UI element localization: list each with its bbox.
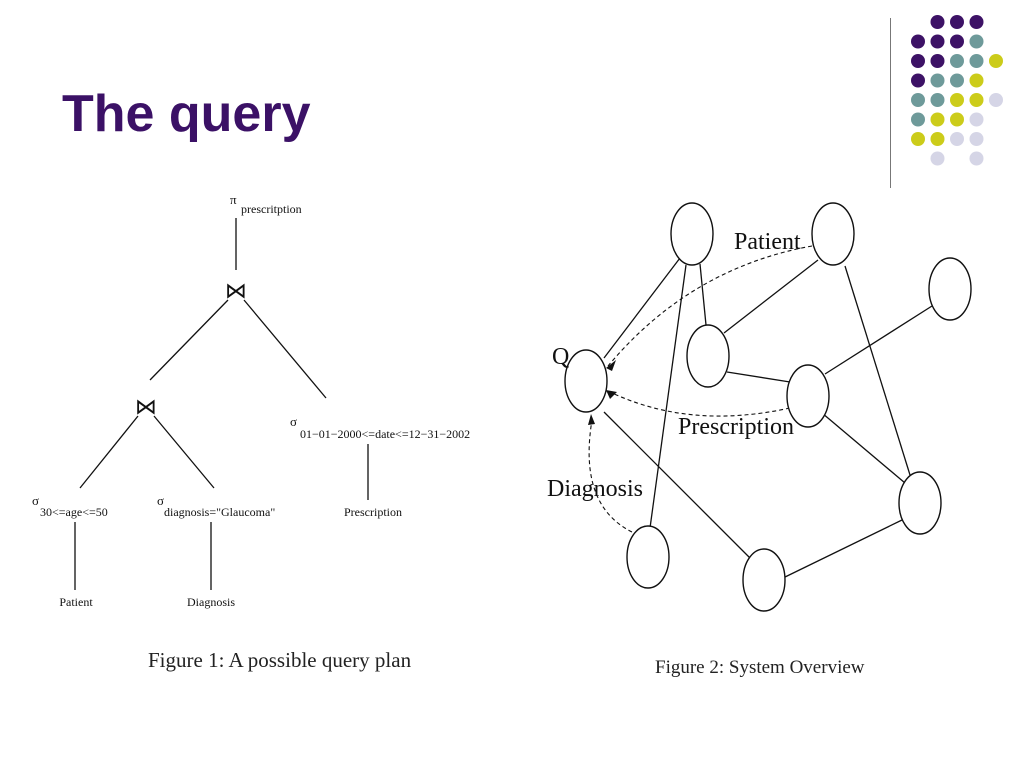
decorative-dot xyxy=(911,54,925,68)
decorative-dot xyxy=(950,93,964,107)
edge-topjoin-leftjoin xyxy=(149,299,229,381)
dashed-patient-arrow xyxy=(607,245,813,367)
figure2-system-overview: Q Patient Prescription Diagnosis Figure … xyxy=(547,202,972,678)
graph-node-center xyxy=(786,364,830,428)
decorative-dot xyxy=(969,151,984,166)
decorative-dot xyxy=(950,73,964,88)
relation-patient: Patient xyxy=(59,595,93,609)
figure1-caption: Figure 1: A possible query plan xyxy=(148,648,412,672)
edge-lowerjoin-diagselection xyxy=(153,415,215,489)
graph-node-top xyxy=(670,202,714,266)
label-q: Q xyxy=(552,344,569,370)
edge-top-midleft xyxy=(699,263,707,326)
decorative-dot xyxy=(969,93,984,107)
decorative-dot xyxy=(950,34,964,49)
graph-node-lowerleft xyxy=(626,525,670,589)
edge-top-lowerleft xyxy=(649,264,687,529)
decorative-dot-grid xyxy=(911,15,1003,166)
selection-date-symbol: σ xyxy=(290,414,297,429)
decorative-dot xyxy=(930,34,945,49)
decorative-dot xyxy=(969,15,984,29)
decorative-dot xyxy=(969,54,984,68)
dashed-prescription-arrow xyxy=(609,391,791,417)
label-prescription: Prescription xyxy=(678,414,794,440)
edge-midleft-topright xyxy=(723,259,819,334)
decorative-dot xyxy=(950,132,964,146)
edge-center-farright xyxy=(824,305,933,375)
decorative-dot xyxy=(989,54,1003,68)
edge-midleft-center xyxy=(726,371,791,383)
graph-node-midleft xyxy=(686,324,730,388)
arrowhead-diagnosis xyxy=(588,414,595,425)
figure1-query-plan: π prescritption ⋈ ⋈ σ 30<=age<=50 Patien… xyxy=(32,192,470,672)
edge-q-bottom xyxy=(603,411,753,561)
decorative-dot xyxy=(930,54,945,68)
decorative-dot xyxy=(930,151,945,166)
selection-date-condition: 01−01−2000<=date<=12−31−2002 xyxy=(300,427,470,441)
lower-join-symbol: ⋈ xyxy=(135,395,157,420)
relation-diagnosis: Diagnosis xyxy=(187,595,235,609)
selection-diagnosis-symbol: σ xyxy=(157,493,164,508)
edge-topjoin-dateselection xyxy=(243,299,327,399)
projection-attribute: prescritption xyxy=(241,202,302,216)
edge-center-right xyxy=(821,412,906,484)
graph-node-right xyxy=(898,471,942,535)
graph-node-topright xyxy=(811,202,855,266)
decorative-dot xyxy=(930,132,945,146)
dashed-diagnosis-arrow xyxy=(588,419,633,533)
graph-node-bottom xyxy=(742,548,786,612)
decorative-dot xyxy=(969,112,984,127)
decorative-dot xyxy=(969,132,984,146)
decorative-dot xyxy=(911,112,925,127)
decorative-dot xyxy=(911,132,925,146)
label-diagnosis: Diagnosis xyxy=(547,476,643,502)
edge-topright-right xyxy=(844,265,911,476)
decorative-dot xyxy=(950,54,964,68)
selection-age-symbol: σ xyxy=(32,493,39,508)
graph-node-farright xyxy=(928,257,972,321)
label-patient: Patient xyxy=(734,229,801,255)
arrowhead-prescription xyxy=(606,390,617,399)
edge-bottom-right xyxy=(782,519,903,579)
slide-title: The query xyxy=(62,85,311,143)
decorative-dot xyxy=(950,15,964,29)
edge-q-top xyxy=(603,257,681,359)
selection-diagnosis-condition: diagnosis="Glaucoma" xyxy=(164,505,275,519)
decorative-dot xyxy=(930,112,945,127)
projection-symbol: π xyxy=(230,192,237,207)
decorative-dot xyxy=(911,93,925,107)
header-divider xyxy=(890,18,891,188)
edge-lowerjoin-ageselection xyxy=(79,415,139,489)
figure2-caption: Figure 2: System Overview xyxy=(655,657,865,678)
decorative-dot xyxy=(969,34,984,49)
decorative-dot xyxy=(969,73,984,88)
relation-prescription: Prescription xyxy=(344,505,402,519)
decorative-dot xyxy=(950,112,964,127)
arrowhead-patient xyxy=(606,360,616,371)
decorative-dot xyxy=(930,73,945,88)
decorative-dot xyxy=(989,93,1003,107)
top-join-symbol: ⋈ xyxy=(225,279,247,304)
decorative-dot xyxy=(911,73,925,88)
graph-node-q xyxy=(564,349,608,413)
decorative-dot xyxy=(930,93,945,107)
decorative-dot xyxy=(930,15,945,29)
selection-age-condition: 30<=age<=50 xyxy=(40,505,108,519)
decorative-dot xyxy=(911,34,925,49)
